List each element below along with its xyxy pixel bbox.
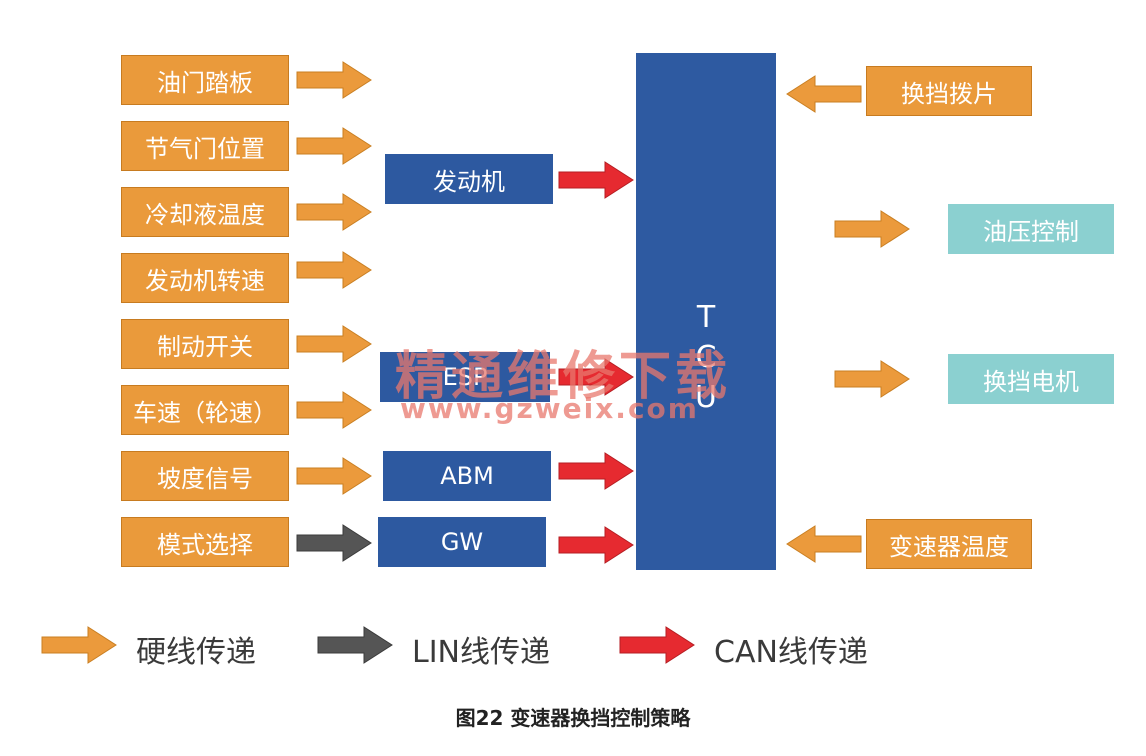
arrow-lin-mode-select <box>296 524 372 562</box>
legend-lin-label: LIN线传递 <box>412 635 551 670</box>
arrow-hardwire-throttle-pedal <box>296 61 372 99</box>
watermark-text: 精通维修下载 <box>395 347 732 407</box>
legend-arrow-lin <box>317 626 393 664</box>
watermark-url: www.gzweix.com <box>400 392 699 425</box>
input-slope-signal: 坡度信号 <box>121 451 289 501</box>
tcu-letter-c: C <box>695 340 717 375</box>
tcu-letter-u: U <box>695 380 717 415</box>
input-trans-temp: 变速器温度 <box>866 519 1032 569</box>
arrow-hardwire-brake-switch <box>296 325 372 363</box>
arrow-hardwire-slope-signal <box>296 457 372 495</box>
arrow-hardwire-shift-paddle <box>786 75 862 113</box>
input-brake-switch: 制动开关 <box>121 319 289 369</box>
input-coolant-temp: 冷却液温度 <box>121 187 289 237</box>
arrow-can-abm <box>558 452 634 490</box>
arrow-hardwire-engine-speed <box>296 251 372 289</box>
module-engine: 发动机 <box>385 154 553 204</box>
arrow-can-gw <box>558 526 634 564</box>
module-gw: GW <box>378 517 546 567</box>
output-shift-motor: 换挡电机 <box>948 354 1114 404</box>
input-engine-speed: 发动机转速 <box>121 253 289 303</box>
legend-arrow-can <box>619 626 695 664</box>
arrow-hardwire-trans-temp <box>786 525 862 563</box>
tcu-letter-t: T <box>696 300 716 335</box>
figure-caption: 图22 变速器换挡控制策略 <box>455 706 691 730</box>
output-hydraulic-control: 油压控制 <box>948 204 1114 254</box>
input-throttle-pedal: 油门踏板 <box>121 55 289 105</box>
module-esp: ESP <box>380 352 550 402</box>
arrow-can-engine <box>558 161 634 199</box>
input-vehicle-speed: 车速（轮速） <box>121 385 289 435</box>
arrow-hardwire-vehicle-speed <box>296 391 372 429</box>
arrow-hardwire-shift-motor <box>834 360 910 398</box>
legend-can-label: CAN线传递 <box>714 635 868 670</box>
arrow-hardwire-throttle-position <box>296 127 372 165</box>
input-throttle-position: 节气门位置 <box>121 121 289 171</box>
legend-hardwire-label: 硬线传递 <box>136 635 256 670</box>
arrow-hardwire-coolant-temp <box>296 193 372 231</box>
legend-arrow-hardwire <box>41 626 117 664</box>
tcu-label: T C U <box>636 298 776 418</box>
input-mode-select: 模式选择 <box>121 517 289 567</box>
tcu-block: T C U <box>636 53 776 570</box>
module-abm: ABM <box>383 451 551 501</box>
input-shift-paddle: 换挡拨片 <box>866 66 1032 116</box>
arrow-hardwire-hydraulic <box>834 210 910 248</box>
